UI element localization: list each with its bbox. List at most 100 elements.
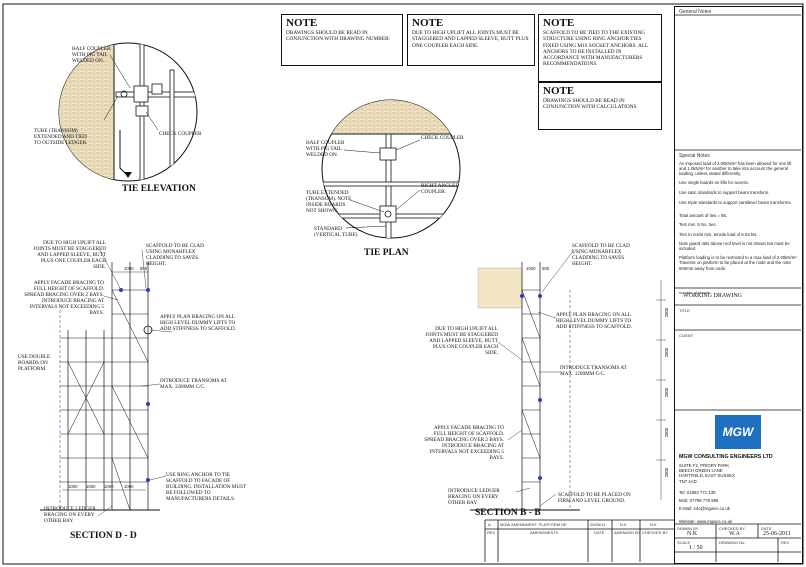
title-block-lines: [484, 14, 801, 562]
company-email: E-Mail: info@mgwce.co.uk: [679, 506, 730, 511]
title-label: TITLE: [679, 308, 690, 313]
special-notes-list: An imposed load of 2.00kN/m² has been al…: [679, 161, 798, 271]
dd-dim-1: 1000: [124, 266, 134, 271]
tie-plan-half-coupler: HALF COUPLER WITH PIG TAIL WELDED ON.: [306, 140, 345, 158]
bb-dim-7: 2000: [664, 467, 670, 478]
section-dd-double-boards-note: USE DOUBLE BOARDS ON PLATFORM.: [18, 354, 51, 372]
rev-header-amendments: AMENDMENTS: [530, 530, 559, 535]
company-mob: Mob: 07798 778 586: [679, 498, 719, 503]
section-bb-ground-note: SCAFFOLD TO BE PLACED ON FIRM AND LEVEL …: [558, 492, 631, 504]
rev-row-date: 25/06/11: [590, 522, 606, 527]
special-notes-heading: Special Notes: [679, 153, 710, 159]
section-bb-transoms-note: INTRODUCE TRANSOMS AT Max. 1200mm c/c.: [560, 365, 627, 377]
bb-dim-2: 500: [542, 266, 550, 271]
tie-plan-detail: [321, 99, 461, 239]
section-dd-plan-bracing-note: APPLY PLAN BRACING ON ALL HIGH LEVEL DUM…: [160, 314, 236, 332]
bb-dim-6: 2000: [664, 427, 670, 438]
tie-elevation-title: TIE ELEVATION: [122, 184, 196, 194]
section-bb-plan-bracing-note: APPLY PLAN BRACING ON ALL HIGH LEVEL DUM…: [556, 312, 632, 330]
special-note-8: Note guard rails above roof level is not…: [679, 240, 790, 252]
special-note-5: Total amount of ties = 95.: [679, 213, 728, 219]
leader-lines: [97, 249, 575, 517]
special-note-6: Test min. 5 No. ties.: [679, 222, 717, 228]
tie-elev-half-coupler: HALF COUPLER WITH PIG TAIL WELDED ON.: [72, 46, 111, 64]
checked-by-value: W.A: [729, 531, 740, 537]
section-bb-title: SECTION B - B: [475, 508, 541, 518]
note-box-1: NOTE DRAWINGS SHOULD BE READ IN CONJUNCT…: [281, 14, 403, 66]
scale-label: SCALE: [677, 540, 691, 545]
rev-label: REV: [781, 540, 790, 545]
checked-by-label: CHECKED BY: [719, 526, 746, 531]
section-dd-facade-bracing-note: APPLY FACADE BRACING TO FULL HEIGHT OF S…: [24, 280, 104, 316]
section-dd-joints-note: DUE TO HIGH UPLIFT ALL JOINTS MUST BE ST…: [33, 240, 106, 270]
bb-dim-1: 1000: [526, 266, 536, 271]
bb-dim-4: 2000: [664, 347, 670, 358]
rev-row-amendment: MGW AMENDMENT: PLATFORM HE: [500, 522, 567, 527]
dd-dim-4: 1000: [86, 484, 96, 489]
rev-header-checked-by: CHECKED BY: [642, 530, 669, 535]
tie-elev-check: CHECK COUPLER: [159, 131, 202, 137]
special-note-2: Use single boards on lifts for access.: [679, 179, 749, 185]
section-dd-ledger-bracing-note: INTRODUCE LEDGER BRACING ON EVERY OTHER …: [44, 506, 96, 524]
special-note-3: Use satic standards to support beam tran…: [679, 189, 770, 195]
section-bb-scaffold: [470, 262, 666, 511]
general-notes-heading: General Notes: [679, 9, 712, 15]
rev-header-amended-by: AMENDED BY: [614, 530, 641, 535]
drawn-by-value: N.K: [687, 531, 698, 537]
section-bb-facade-bracing-note: APPLY FACADE BRACING TO FULL HEIGHT OF S…: [424, 425, 504, 461]
special-note-4: Use triple standards to support cantilev…: [679, 200, 792, 206]
company-address: SUITE F2, PRIORY PARK BEECH GREEN LANE H…: [679, 463, 735, 484]
note-heading: NOTE: [412, 17, 444, 29]
section-bb-anchors: [520, 294, 542, 480]
section-bb-cladding-note: SCAFFOLD TO BE CLAD USING MONARFLEX CLAD…: [572, 243, 630, 267]
section-dd-cladding-note: SCAFFOLD TO BE CLAD USING MONARFLEX CLAD…: [146, 243, 204, 267]
rev-header-date: DATE: [594, 530, 605, 535]
drawn-by-label: DRAWN BY: [677, 526, 699, 531]
tie-elev-tube: TUBE (TRANSOM) EXTENDED AND TIED TO OUTS…: [34, 128, 88, 146]
note-heading: NOTE: [286, 17, 318, 29]
tie-plan-title: TIE PLAN: [364, 248, 409, 258]
working-drawing-label: WORKING DRAWING: [683, 293, 743, 299]
dd-dim-6: 1000: [124, 484, 134, 489]
special-note-1: An imposed load of 2.00kN/m² has been al…: [679, 161, 792, 177]
tie-plan-check: CHECK COUPLER: [421, 135, 464, 141]
tie-plan-tube: TUBE EXTENDED (TRANSOM). NOTE INSIDE BOA…: [306, 190, 352, 214]
note-heading: NOTE: [543, 17, 575, 29]
scale-value: 1 / 50: [689, 545, 703, 551]
note-box-3: NOTE SCAFFOLD TO BE TIED TO THE EXISTING…: [538, 14, 662, 82]
tie-elevation-detail: [58, 42, 198, 182]
tie-plan-standard: STANDARD (VERTICAL TUBE).: [314, 226, 359, 238]
rev-row-rev: A: [488, 522, 491, 527]
special-note-9: Platform loading is to be restricted to …: [679, 255, 798, 271]
bb-dim-3: 2000: [664, 307, 670, 318]
note-heading: NOTE: [543, 85, 575, 97]
note-text: DRAWINGS SHOULD BE READ IN CONJUNCTION W…: [543, 98, 638, 111]
section-bb-ledger-bracing-note: INTRODUCE LEDGER BRACING ON EVERY OTHER …: [448, 488, 500, 506]
mgw-logo: MGW: [715, 415, 761, 449]
section-dd-ring-anchor-note: USE RING ANCHOR TO TIE SCAFFOLD TO FACAD…: [166, 472, 247, 502]
special-note-7: Ties to resist min. tensile load of 6.53…: [679, 231, 758, 237]
bb-dim-5: 2000: [664, 387, 670, 398]
sheet-border: [2, 3, 804, 565]
client-label: CLIENT: [679, 333, 694, 338]
rev-row-checked-by: N.K: [650, 522, 657, 527]
section-dd-title: SECTION D - D: [70, 531, 137, 541]
drawing-no-label: DRAWING No.: [719, 540, 746, 545]
note-text: DRAWINGS SHOULD BE READ IN CONJUNCTION W…: [286, 30, 391, 43]
note-box-2: NOTE DUE TO HIGH UPLIFT ALL JOINTS MUST …: [407, 14, 535, 66]
note-box-4: NOTE DRAWINGS SHOULD BE READ IN CONJUNCT…: [538, 82, 662, 130]
dd-dim-2: 500: [140, 266, 148, 271]
section-dd-scaffold: [40, 262, 160, 511]
rev-row-amended-by: N.K: [620, 522, 627, 527]
section-dd-anchors: [119, 288, 153, 482]
title-block: General Notes Special Notes An imposed l…: [674, 6, 803, 564]
section-bb-joints-note: DUE TO HIGH UPLIFT ALL JOINTS MUST BE ST…: [425, 326, 498, 356]
date-value: 25-06-2011: [763, 531, 791, 537]
logo-text: MGW: [722, 425, 754, 439]
company-website: Website: www.mgwce.co.uk: [679, 519, 733, 524]
company-tel: Tel: 01892 771 135: [679, 490, 716, 495]
tie-plan-right-angled: RIGHT ANGLED COUPLER.: [421, 183, 460, 195]
date-label: DATE: [761, 526, 772, 531]
